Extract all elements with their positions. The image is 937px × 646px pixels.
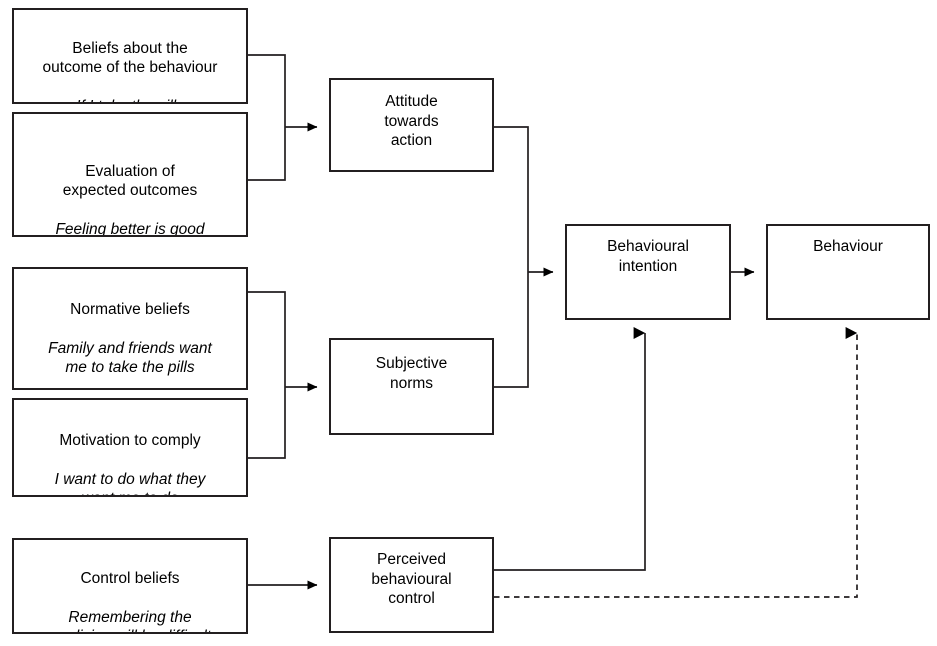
node-motivation-to-comply-example: I want to do what they want me to do <box>54 470 206 495</box>
node-outcome-evaluation-heading: Evaluation of expected outcomes <box>62 162 198 200</box>
connector-outcome-beliefs-to-attitude <box>248 54 286 127</box>
node-normative-beliefs[interactable]: Normative beliefs Family and friends wan… <box>12 267 248 390</box>
node-control-beliefs-label: Control beliefs Remembering the medicine… <box>14 549 246 632</box>
connector-attitude-to-intention <box>494 126 529 272</box>
node-outcome-evaluation[interactable]: Evaluation of expected outcomes Feeling … <box>12 112 248 237</box>
node-outcome-beliefs[interactable]: Beliefs about the outcome of the behavio… <box>12 8 248 104</box>
node-behavioural-intention[interactable]: Behavioural intention <box>565 224 731 320</box>
node-control-beliefs-heading: Control beliefs <box>80 569 180 587</box>
node-outcome-beliefs-example: If I take the pills I will feel better <box>20 97 240 102</box>
node-perceived-behavioural-control-label: Perceived behavioural control <box>371 551 452 608</box>
node-attitude-towards-action[interactable]: Attitude towards action <box>329 78 494 172</box>
node-motivation-to-comply-label: Motivation to comply I want to do what t… <box>14 411 246 495</box>
connector-outcome-evaluation-to-attitude <box>248 127 286 181</box>
node-attitude-towards-action-label: Attitude towards action <box>384 93 439 150</box>
node-normative-beliefs-label: Normative beliefs Family and friends wan… <box>14 280 246 388</box>
connector-motivation-to-comply-to-subjective-norms <box>248 387 286 459</box>
node-outcome-beliefs-heading: Beliefs about the outcome of the behavio… <box>42 39 218 77</box>
node-control-beliefs[interactable]: Control beliefs Remembering the medicine… <box>12 538 248 634</box>
connector-subjective-norms-to-intention <box>494 272 529 388</box>
node-outcome-evaluation-example: Feeling better is good <box>55 221 205 237</box>
connector-perceived-control-to-behaviour <box>494 327 858 598</box>
node-normative-beliefs-heading: Normative beliefs <box>70 300 190 318</box>
node-behavioural-intention-label: Behavioural intention <box>607 238 689 275</box>
node-control-beliefs-example: Remembering the medicine will be difficu… <box>49 608 211 632</box>
node-behaviour-label: Behaviour <box>813 238 883 255</box>
node-behaviour[interactable]: Behaviour <box>766 224 930 320</box>
node-normative-beliefs-example: Family and friends want me to take the p… <box>48 339 212 377</box>
node-perceived-behavioural-control[interactable]: Perceived behavioural control <box>329 537 494 633</box>
connector-normative-beliefs-to-subjective-norms <box>248 291 286 387</box>
node-subjective-norms[interactable]: Subjective norms <box>329 338 494 435</box>
node-outcome-evaluation-label: Evaluation of expected outcomes Feeling … <box>14 142 246 237</box>
connector-perceived-control-to-intention <box>494 327 646 571</box>
node-motivation-to-comply[interactable]: Motivation to comply I want to do what t… <box>12 398 248 497</box>
node-subjective-norms-label: Subjective norms <box>375 355 448 392</box>
node-outcome-beliefs-label: Beliefs about the outcome of the behavio… <box>14 19 246 102</box>
node-motivation-to-comply-heading: Motivation to comply <box>59 431 201 449</box>
